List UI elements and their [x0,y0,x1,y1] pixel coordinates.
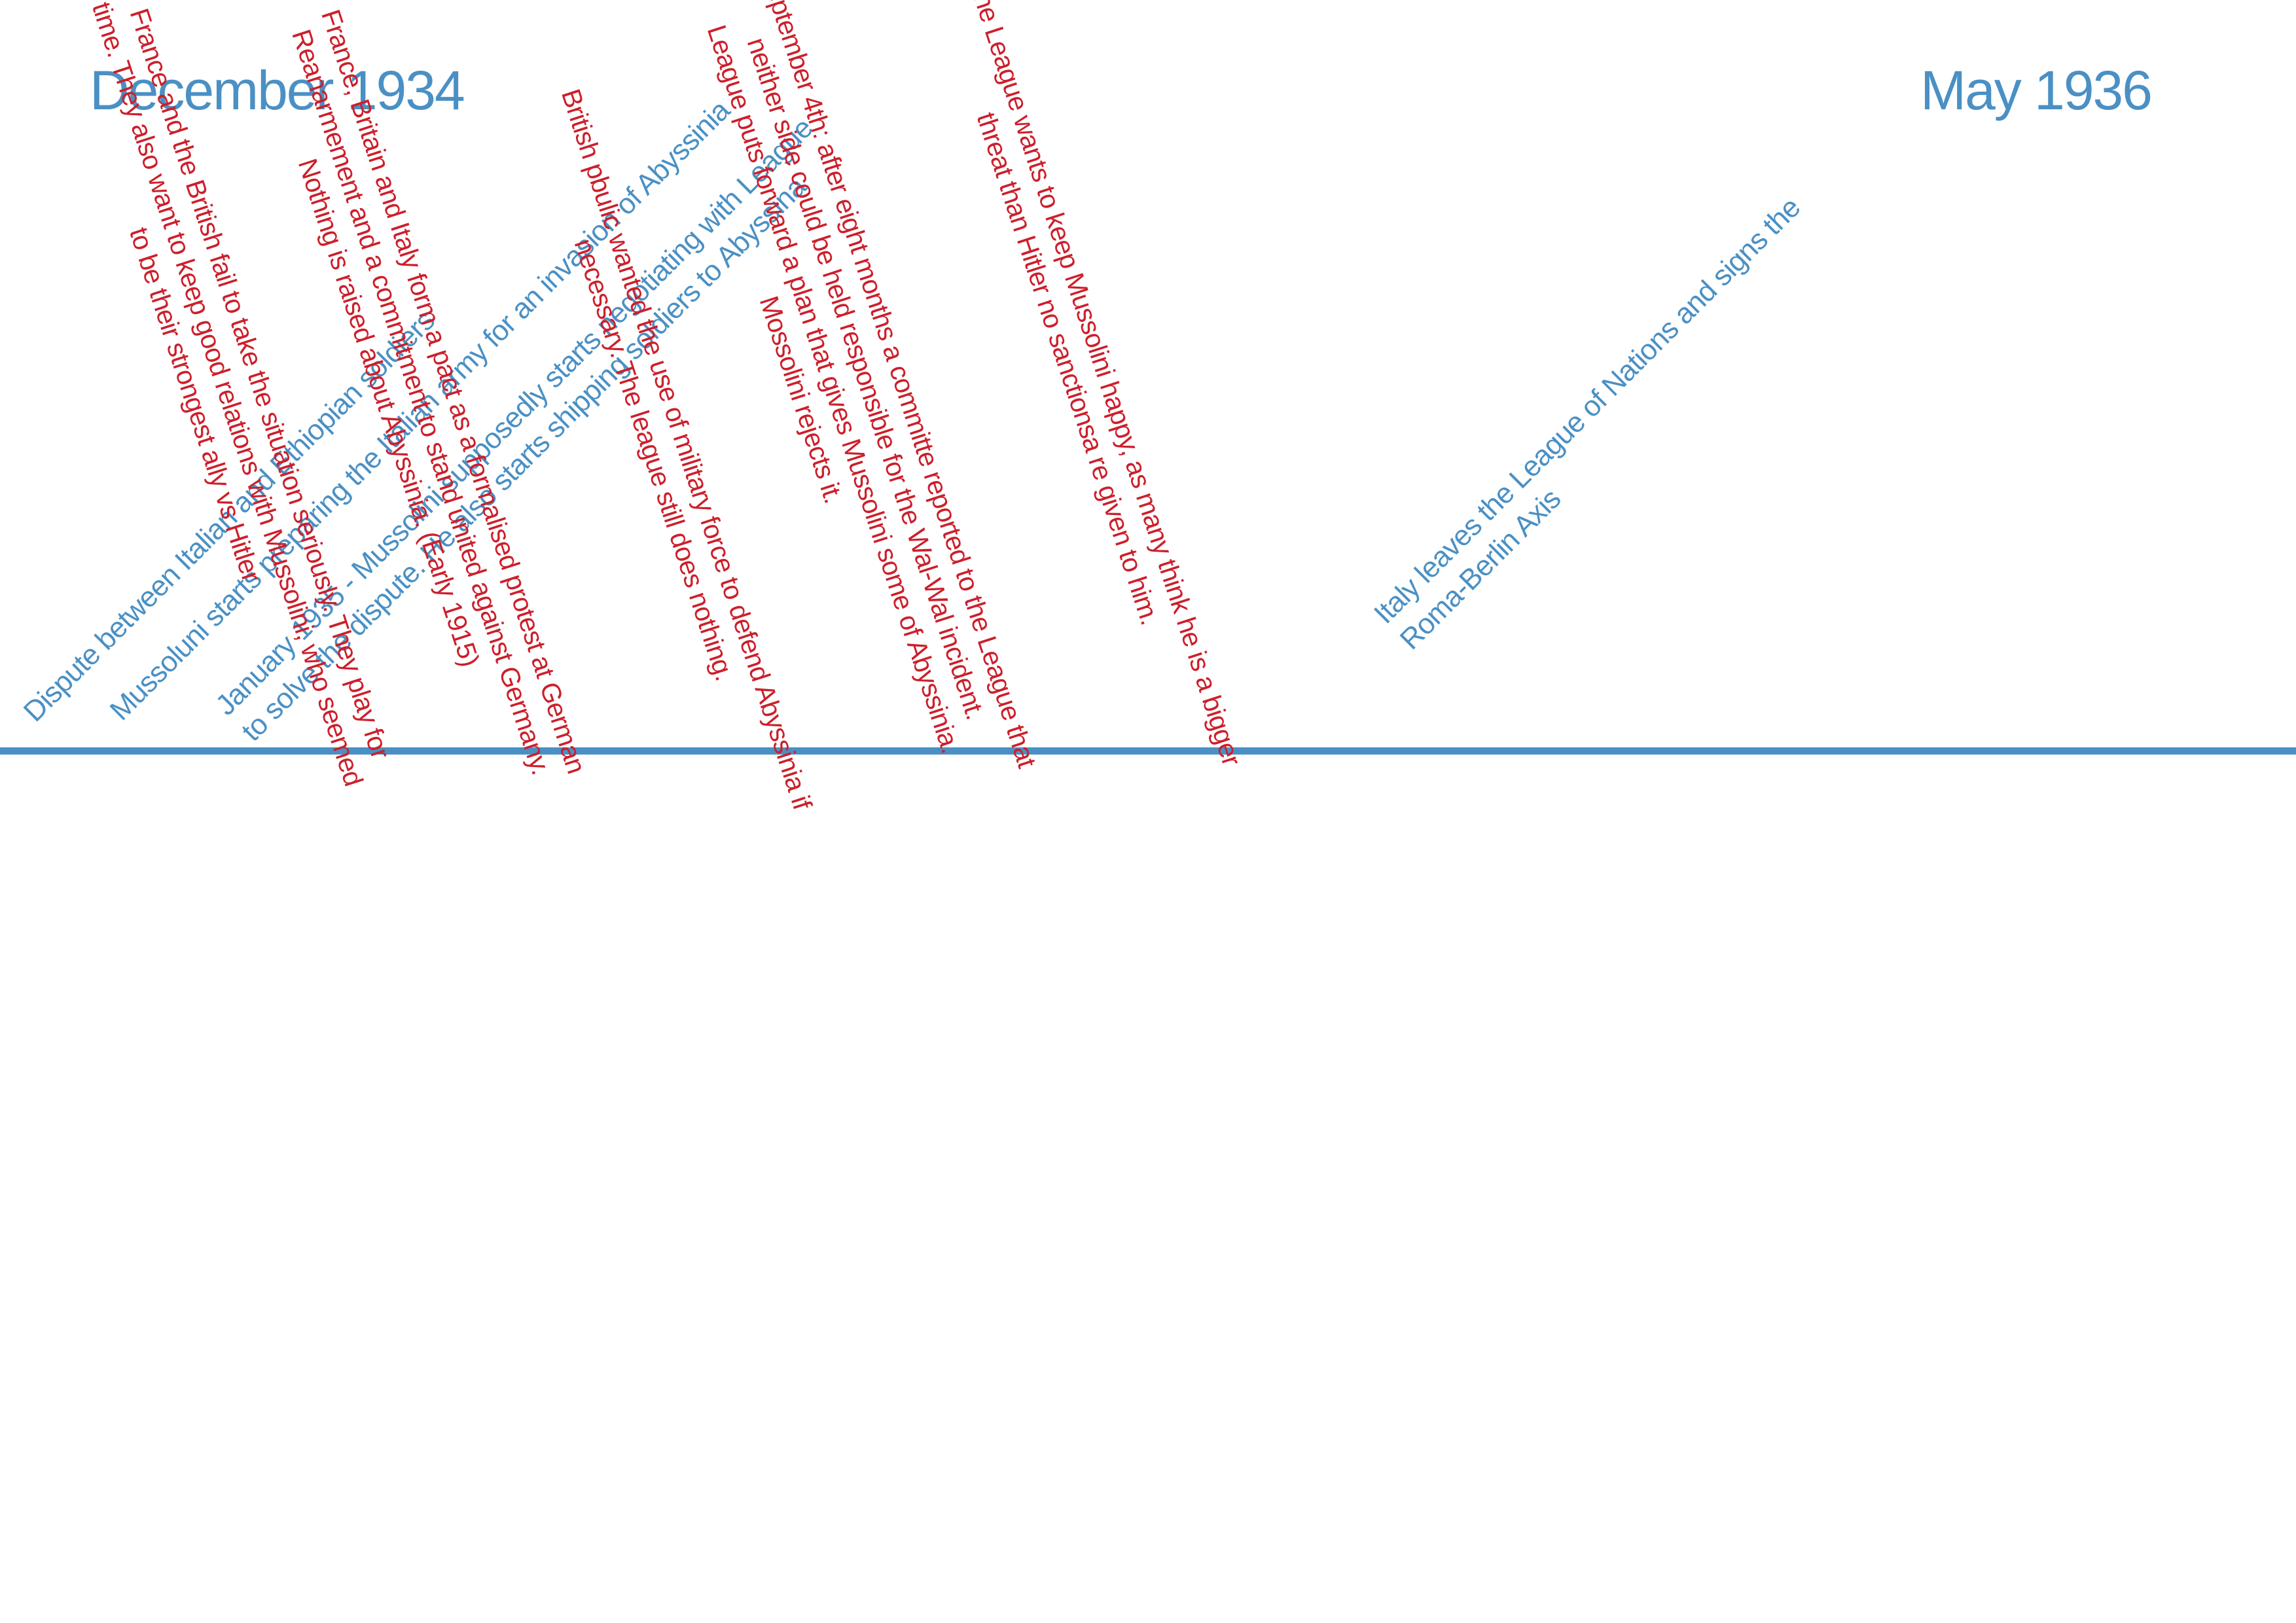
start-date-label: December 1934 [90,60,465,121]
event-above-text: Italy leaves the League of Nations and s… [1368,191,1807,656]
end-date-label: May 1936 [1920,60,2153,121]
timeline-axis [0,747,2296,755]
